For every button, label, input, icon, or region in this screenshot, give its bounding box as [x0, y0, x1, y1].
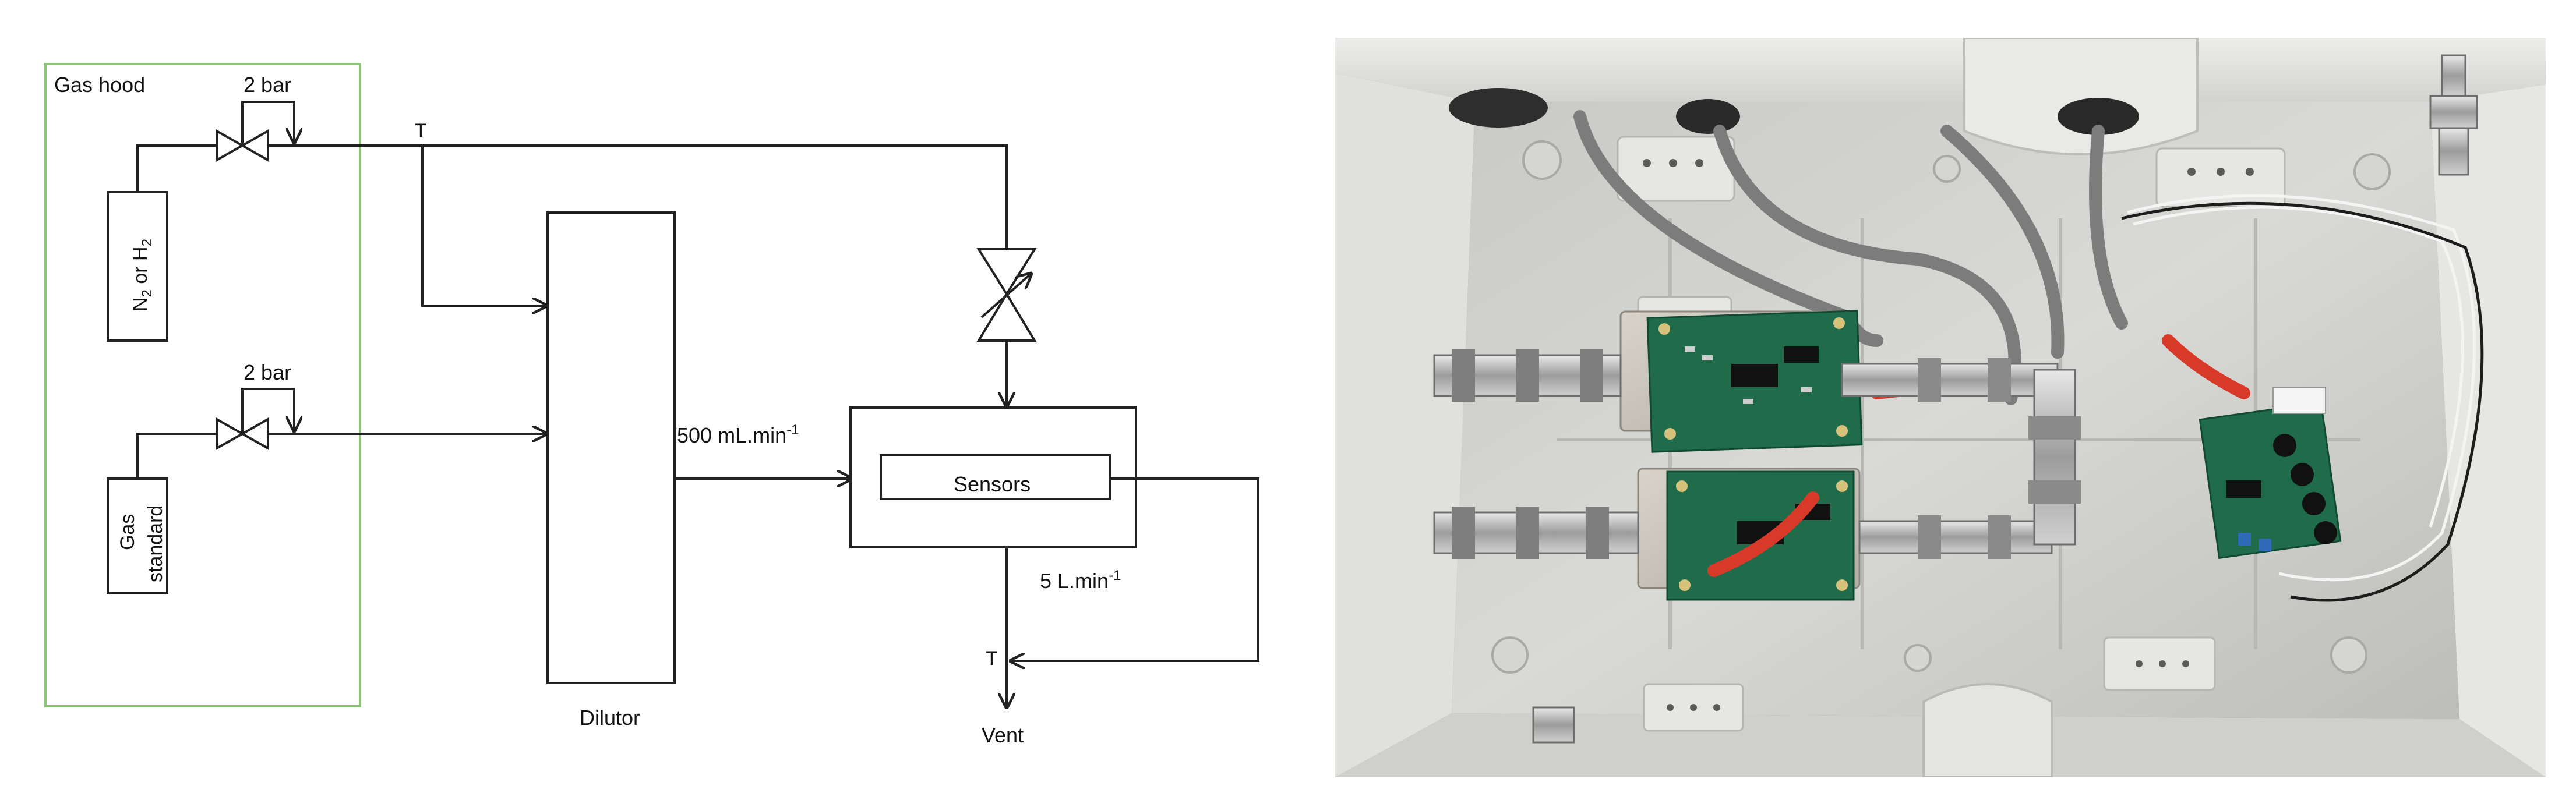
sensors-label: Sensors	[954, 472, 1031, 496]
black-wire	[2121, 201, 2484, 602]
tab-holes	[1643, 159, 2254, 711]
interface-board	[2199, 387, 2342, 560]
cylinder-gas-standard	[107, 477, 168, 594]
needle-valve	[976, 248, 1037, 342]
cylinder-n2-h2	[107, 191, 168, 342]
line-standard-to-regulator	[136, 433, 217, 479]
regulator-valve-top	[216, 101, 294, 162]
line-tee-to-dilutor	[421, 146, 546, 306]
tee-top-label: T	[415, 120, 427, 142]
regulator-bottom-label: 2 bar	[244, 360, 291, 384]
line-top-main	[268, 144, 1008, 249]
dilutor-label: Dilutor	[580, 706, 640, 730]
line-bypass-loop	[1011, 477, 1259, 661]
bulkhead-fitting	[2429, 54, 2478, 176]
sensor-board-2	[1637, 468, 1861, 601]
sensors-box	[880, 454, 1111, 500]
enclosure-wall-left	[1335, 73, 1475, 777]
bottom-fitting	[1532, 706, 1575, 744]
cable-glands	[1449, 88, 2139, 135]
corner-bosses	[1491, 140, 2391, 674]
enclosure-hinge-bottom	[1922, 683, 2053, 777]
gas-hood-label: Gas hood	[54, 73, 145, 97]
cylinder-n2-h2-label: N2 or H2	[129, 239, 155, 312]
fittings-inlet	[1433, 349, 1639, 559]
dilutor-box	[546, 211, 676, 684]
gas-line-schematic: Gas hood N2 or H2 Gas standard 2 bar T 2…	[44, 63, 1259, 747]
line-n2-to-regulator	[136, 144, 217, 192]
vent-label: Vent	[982, 723, 1024, 747]
enclosure-hinge	[1963, 38, 2199, 155]
white-wires	[2127, 194, 2476, 582]
enclosure-photo	[1335, 38, 2546, 777]
tee-vent-label: T	[986, 647, 998, 670]
sensor-board-1	[1619, 310, 1863, 453]
gas-standard-label-line2: standard	[144, 505, 167, 582]
regulator-top-label: 2 bar	[244, 73, 291, 97]
gas-hood-box	[44, 63, 361, 707]
enclosure-wall-top	[1335, 38, 2546, 102]
enclosure-wall-right	[2430, 84, 2546, 777]
fittings-tee	[1841, 358, 2081, 559]
flow-sensors-label: 5 L.min-1	[1040, 568, 1121, 593]
regulator-valve-bottom	[216, 388, 294, 451]
gas-standard-label-line1: Gas	[117, 514, 139, 550]
flow-dilutor-label: 500 mL.min-1	[677, 422, 799, 447]
